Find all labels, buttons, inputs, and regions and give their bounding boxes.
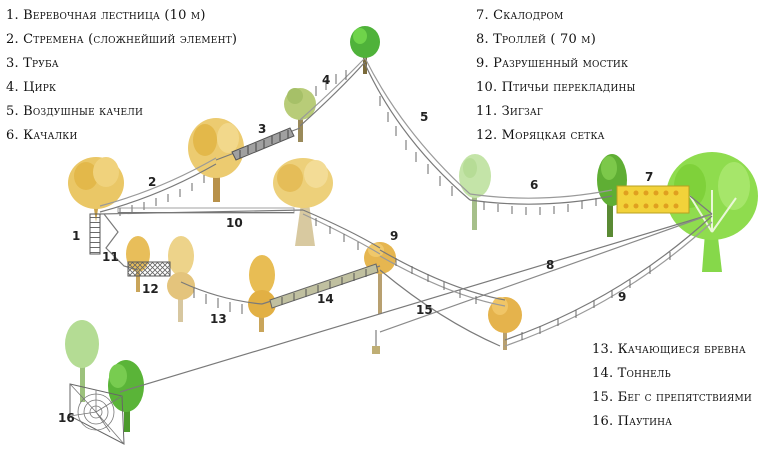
legend-item-4: 4. Цирк	[6, 80, 57, 95]
marker-10: 10	[226, 216, 243, 230]
bird-bars-element	[117, 207, 295, 214]
tree-station-9	[364, 242, 396, 314]
tree-station-15	[488, 297, 522, 350]
tree-top-green	[350, 26, 380, 74]
legend-item-9: 9. Разрушенный мостик	[476, 56, 629, 71]
legend-item-5: 5. Воздушные качели	[6, 104, 144, 119]
rope-element-4	[299, 61, 366, 127]
marker-9-left: 9	[390, 229, 398, 243]
marker-15: 15	[416, 303, 433, 317]
rope-element-5	[364, 63, 471, 201]
legend-item-8: 8. Троллей ( 70 м)	[476, 32, 596, 47]
web-element	[69, 383, 125, 445]
rope-element-2	[99, 163, 217, 213]
legend-item-12: 12. Моряцкая сетка	[476, 128, 605, 143]
tree-station-12	[167, 236, 195, 322]
marker-9-right: 9	[618, 290, 626, 304]
marker-2: 2	[148, 175, 156, 189]
rope-element-13	[180, 281, 263, 305]
marker-4: 4	[322, 73, 330, 87]
marker-5: 5	[420, 110, 428, 124]
hanging-elements	[119, 70, 671, 340]
tube-element	[231, 127, 295, 161]
tree-station-16-front	[108, 360, 144, 432]
legend-item-2: 2. Стремена (сложнейший элемент)	[6, 32, 238, 47]
legend-item-10: 10. Птичьи перекладины	[476, 80, 636, 95]
legend-left-column: 1. Веревочная лестница (10 м) 2. Стремен…	[6, 4, 237, 148]
rope-element-6	[469, 195, 613, 205]
tree-station-2	[188, 118, 244, 202]
tree-big-right	[666, 152, 758, 272]
marker-7: 7	[645, 170, 653, 184]
tree-station-1	[68, 157, 124, 222]
rope-element-15	[379, 269, 501, 347]
sailor-net-element	[127, 261, 171, 277]
legend-item-11: 11. Зигзаг	[476, 104, 544, 119]
ropes	[99, 57, 713, 393]
legend-item-15: 15. Бег с препятствиями	[592, 390, 752, 405]
legend-item-7: 7. Скалодром	[476, 8, 564, 23]
legend-right-column: 13. Качающиеся бревна 14. Тоннель 15. Бе…	[592, 338, 752, 434]
marker-8: 8	[546, 258, 554, 272]
rope-element-9	[379, 249, 506, 301]
marker-13: 13	[210, 312, 227, 326]
legend-item-16: 16. Паутина	[592, 414, 673, 429]
legend-middle-column: 7. Скалодром 8. Троллей ( 70 м) 9. Разру…	[476, 4, 636, 148]
marker-6: 6	[530, 178, 538, 192]
legend-item-1: 1. Веревочная лестница (10 м)	[6, 8, 206, 23]
legend-item-13: 13. Качающиеся бревна	[592, 342, 746, 357]
rope-ladder-element	[89, 213, 101, 255]
marker-16: 16	[58, 411, 75, 425]
marker-1: 1	[72, 229, 80, 243]
tree-station-6	[459, 154, 491, 230]
marker-12: 12	[142, 282, 159, 296]
legend-item-6: 6. Качалки	[6, 128, 78, 143]
trolley-hanger	[372, 330, 380, 354]
tree-station-13	[248, 255, 276, 332]
marker-14: 14	[317, 292, 334, 306]
rope-element-8	[119, 213, 713, 393]
rope-element-9b	[504, 215, 713, 341]
climbing-wall-element	[616, 185, 690, 214]
tree-station-10	[273, 158, 333, 246]
tunnel-element	[269, 263, 379, 309]
legend-item-14: 14. Тоннель	[592, 366, 671, 381]
tree-station-16-back	[65, 320, 99, 402]
trees	[65, 26, 758, 432]
number-markers: 1 2 3 4 5 6 7 8 9 9 10 11 12 13 14 15 16	[58, 73, 653, 425]
marker-3: 3	[258, 122, 266, 136]
marker-11: 11	[102, 250, 119, 264]
legend-item-3: 3. Труба	[6, 56, 59, 71]
